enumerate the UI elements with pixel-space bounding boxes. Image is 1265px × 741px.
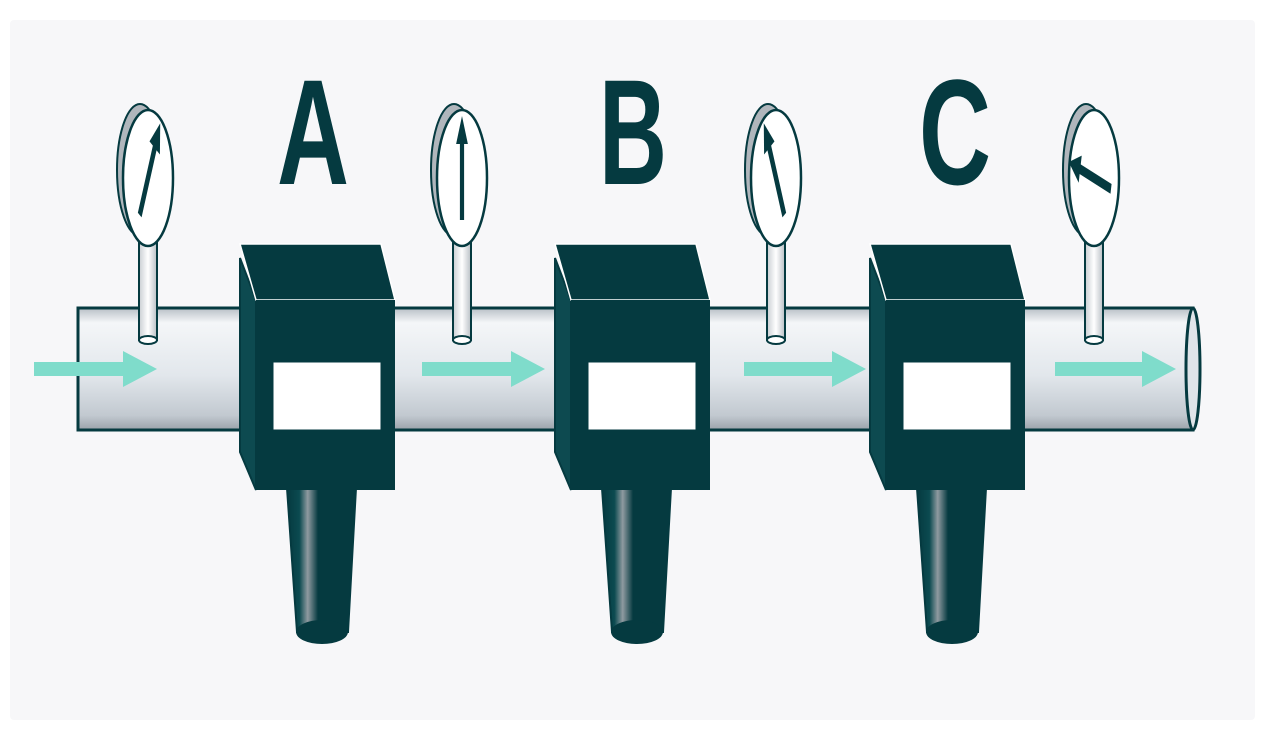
valve-b bbox=[554, 243, 711, 644]
gauge-needle-icon bbox=[1068, 155, 1112, 194]
flow-arrow-3 bbox=[744, 351, 866, 387]
valve-window bbox=[273, 362, 381, 430]
gauge-stem bbox=[138, 237, 158, 341]
valve-nozzle bbox=[285, 487, 358, 644]
valve-window bbox=[588, 362, 696, 430]
gauge-2 bbox=[430, 103, 489, 345]
gauge-3 bbox=[744, 103, 803, 345]
gauge-4 bbox=[1062, 103, 1121, 345]
gauge-stem bbox=[1084, 237, 1104, 341]
station-label-a: A bbox=[277, 48, 349, 216]
flow-arrow-1 bbox=[34, 351, 157, 387]
gauge-needle-icon bbox=[456, 116, 468, 220]
station-label-b: B bbox=[599, 48, 667, 216]
station-label-c: C bbox=[919, 48, 991, 216]
gauge-1 bbox=[116, 103, 175, 345]
gauge-stem bbox=[452, 237, 472, 341]
gauge-stem bbox=[766, 237, 786, 341]
gauge-needle-icon bbox=[763, 123, 787, 218]
valve-window bbox=[903, 362, 1011, 430]
flow-arrow-2 bbox=[422, 351, 545, 387]
valve-nozzle bbox=[600, 487, 673, 644]
valve-nozzle bbox=[915, 487, 988, 644]
valve-c bbox=[869, 243, 1026, 644]
valve-a bbox=[239, 243, 396, 644]
flow-arrow-4 bbox=[1055, 351, 1176, 387]
gauge-needle-icon bbox=[137, 123, 161, 218]
